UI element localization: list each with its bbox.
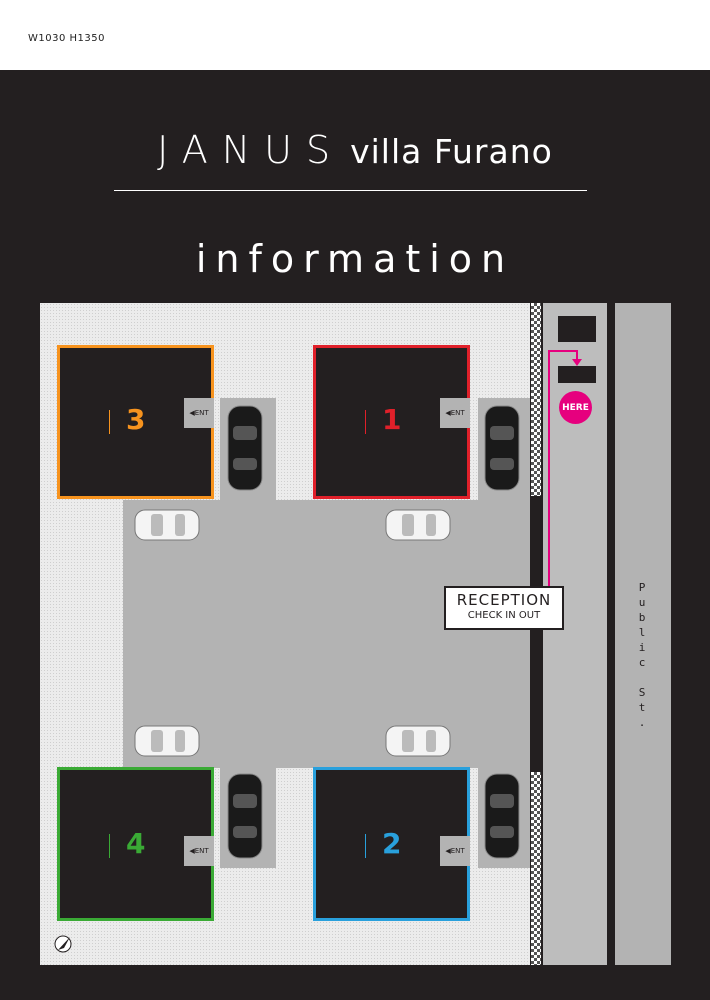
lot-3-tick [109, 410, 110, 434]
street-label: P u b l i c S t . [638, 581, 646, 729]
car-icon [134, 509, 200, 541]
car-icon [227, 405, 263, 491]
lot-4-tick [109, 834, 110, 858]
car-icon [385, 509, 451, 541]
lot-4-entrance: ◀ENT [184, 836, 214, 866]
here-badge: HERE [559, 391, 592, 424]
lot-2-number: 2 [382, 827, 402, 860]
car-icon [227, 773, 263, 859]
central-driveway [123, 500, 530, 768]
lot-2-tick [365, 834, 366, 858]
subtitle: information [195, 237, 515, 281]
lot-4-number: 4 [126, 827, 146, 860]
route-line [548, 350, 578, 586]
lot-2-entrance: ◀ENT [440, 836, 470, 866]
lot-3: 3 ◀ENT [57, 345, 214, 499]
reception-entrance [558, 366, 596, 383]
sidewalk-top [531, 303, 541, 496]
reception-building [558, 316, 596, 342]
curb-top [607, 303, 615, 521]
brand-suffix: villa Furano [350, 132, 553, 171]
lot-4: 4 ◀ENT [57, 767, 214, 921]
lot-2: 2 ◀ENT [313, 767, 470, 921]
lot-3-number: 3 [126, 403, 146, 436]
car-icon [484, 405, 520, 491]
brand-name: JANUS [157, 128, 345, 172]
public-street [615, 303, 671, 965]
entrance-label: ENT [450, 847, 465, 855]
arrow-left-icon: ◀ [189, 847, 195, 855]
size-label: W1030 H1350 [28, 33, 105, 44]
entrance-label: ENT [194, 409, 209, 417]
lot-3-entrance: ◀ENT [184, 398, 214, 428]
lot-1-entrance: ◀ENT [440, 398, 470, 428]
compass-arrow-icon [54, 935, 72, 953]
arrow-left-icon: ◀ [445, 409, 451, 417]
lot-1-tick [365, 410, 366, 434]
car-icon [134, 725, 200, 757]
sidewalk-bottom [531, 772, 541, 965]
reception-title: RECEPTION [456, 591, 552, 609]
reception-sign: RECEPTION CHECK IN OUT [444, 586, 564, 630]
car-icon [484, 773, 520, 859]
route-arrow-icon [572, 359, 582, 366]
car-icon [385, 725, 451, 757]
arrow-left-icon: ◀ [189, 409, 195, 417]
entrance-label: ENT [450, 409, 465, 417]
entrance-label: ENT [194, 847, 209, 855]
reception-subtitle: CHECK IN OUT [467, 610, 541, 621]
lot-1-number: 1 [382, 403, 402, 436]
title-divider [114, 190, 587, 191]
curb-bottom [607, 752, 615, 965]
lot-1: 1 ◀ENT [313, 345, 470, 499]
arrow-left-icon: ◀ [445, 847, 451, 855]
